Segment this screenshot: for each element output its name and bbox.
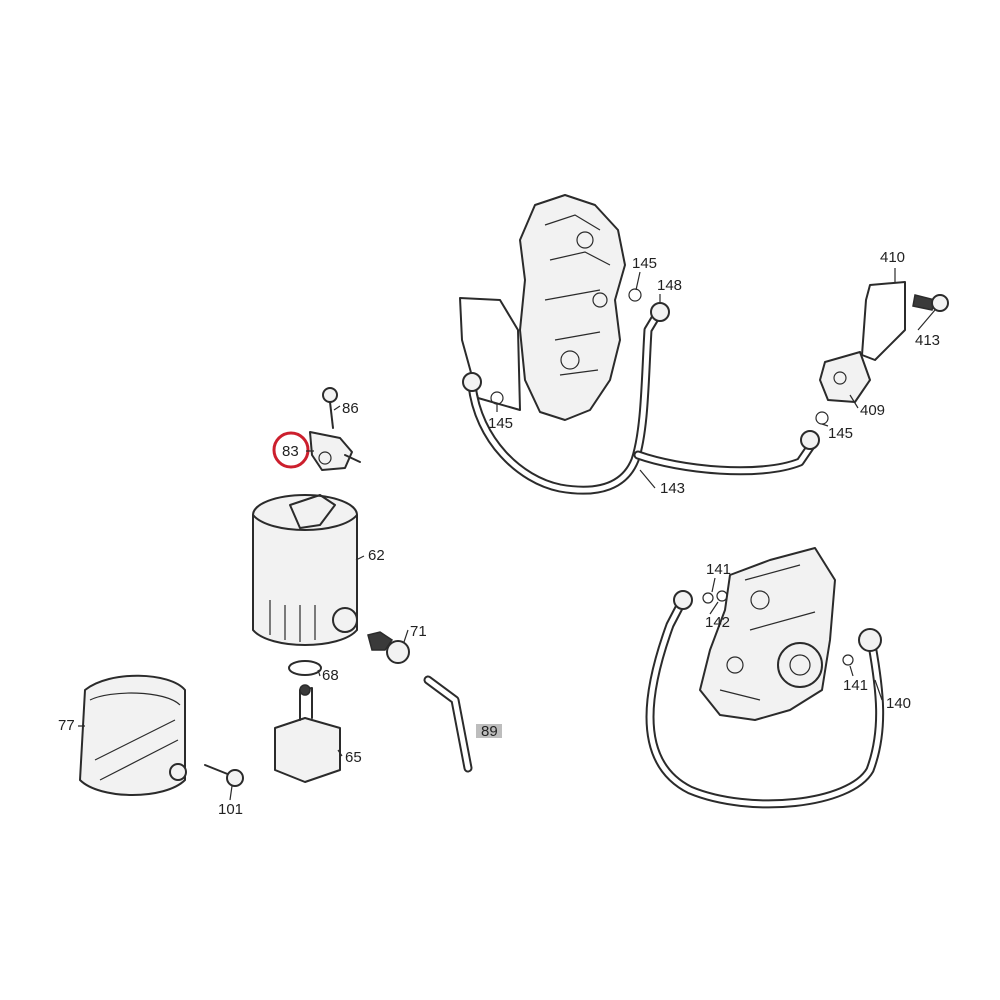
label-86: 86 xyxy=(342,400,359,417)
washers-141-142 xyxy=(702,590,854,666)
label-410: 410 xyxy=(880,249,905,266)
screw-101 xyxy=(204,764,244,787)
injection-pump xyxy=(699,547,836,721)
label-83: 83 xyxy=(282,443,299,460)
holder-77 xyxy=(79,674,187,796)
label-71: 71 xyxy=(410,623,427,640)
label-143: 143 xyxy=(660,480,685,497)
label-145-top: 145 xyxy=(632,255,657,272)
label-62: 62 xyxy=(368,547,385,564)
label-142: 142 xyxy=(705,614,730,631)
label-141-right: 141 xyxy=(843,677,868,694)
tool-89 xyxy=(423,675,502,773)
highlight-ring-83 xyxy=(272,431,310,469)
sensor-83 xyxy=(309,431,361,471)
label-148: 148 xyxy=(657,277,682,294)
label-141-top: 141 xyxy=(706,561,731,578)
fuel-line-143 xyxy=(462,302,820,495)
valve-71 xyxy=(367,631,410,664)
leader-lines xyxy=(78,268,936,801)
label-409: 409 xyxy=(860,402,885,419)
engine-block-top xyxy=(459,194,626,421)
label-145-right: 145 xyxy=(828,425,853,442)
o-ring-68 xyxy=(288,660,322,676)
label-89: 89 xyxy=(481,723,498,740)
label-140: 140 xyxy=(886,695,911,712)
label-68: 68 xyxy=(322,667,339,684)
bolt-86 xyxy=(322,387,338,429)
label-77: 77 xyxy=(58,717,75,734)
heater-65 xyxy=(274,684,341,783)
fuel-line-140 xyxy=(645,590,885,809)
label-413: 413 xyxy=(915,332,940,349)
callout-labels: 145 148 410 413 145 409 145 143 86 83 62… xyxy=(58,249,940,818)
bracket-410 xyxy=(819,281,906,403)
bolt-413 xyxy=(912,294,949,312)
fuel-filter-62 xyxy=(252,494,358,646)
label-101: 101 xyxy=(218,801,243,818)
label-145-left: 145 xyxy=(488,415,513,432)
label-65: 65 xyxy=(345,749,362,766)
